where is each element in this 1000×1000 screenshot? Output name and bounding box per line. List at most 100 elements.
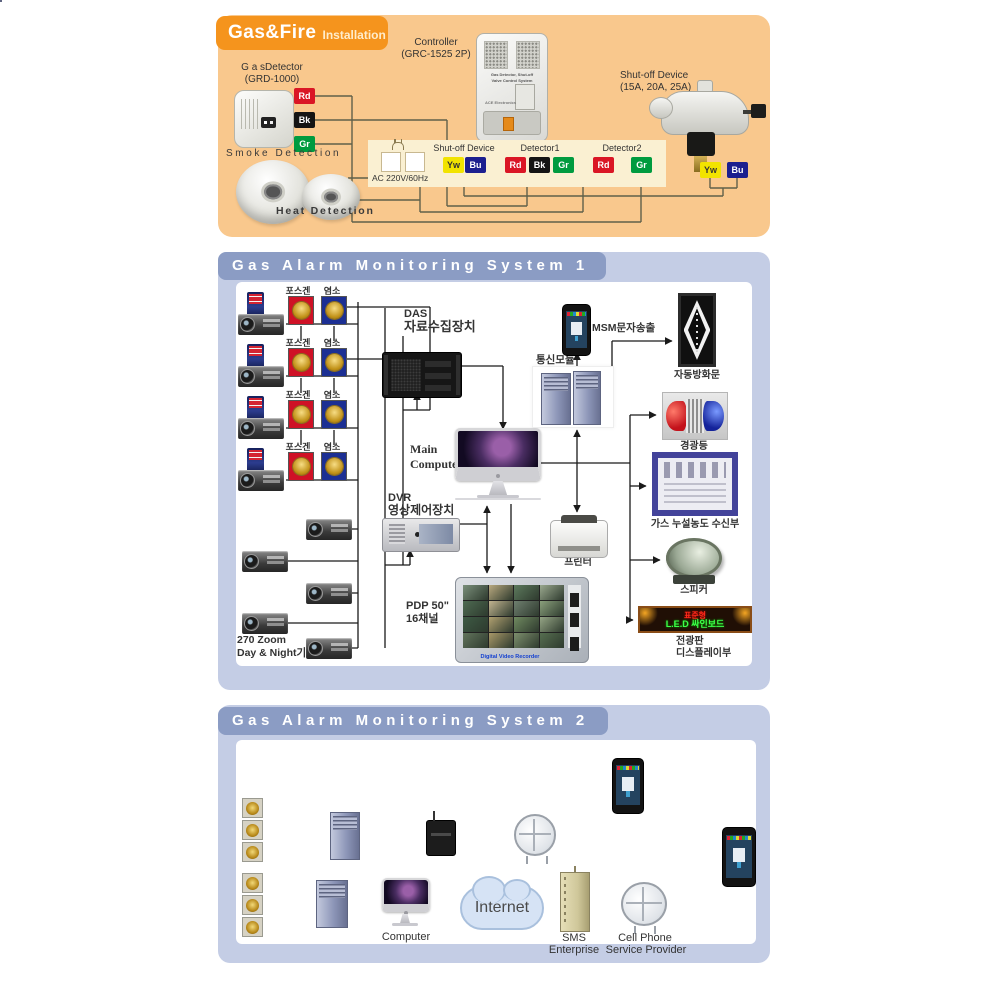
pdp-channel-thumb	[488, 601, 513, 616]
das-server-image	[382, 352, 462, 398]
ac-square-2	[405, 152, 425, 172]
detector-display	[261, 117, 276, 128]
cctv-camera	[238, 470, 284, 491]
pdp-channel-thumb	[463, 617, 488, 632]
detector-medal	[325, 406, 343, 423]
comm-module-card	[532, 366, 614, 428]
cctv-camera	[242, 551, 288, 572]
cctv-camera	[306, 583, 352, 604]
led-board-image: 표준형 L.E.D 싸인보드	[638, 606, 752, 633]
field-gas-sensor	[242, 798, 263, 818]
sms-label1: SMS	[562, 932, 586, 944]
controller-logo-chip	[503, 117, 514, 131]
main-computer-image	[455, 428, 545, 504]
detector-medal	[325, 354, 343, 371]
alarm-siren	[247, 448, 264, 475]
ac-square-1	[381, 152, 401, 172]
chlorine-detector-box	[321, 452, 347, 481]
phosgene-detector-box	[288, 296, 314, 325]
plug-icon	[392, 139, 404, 150]
terminal-bk: Bk	[294, 112, 315, 128]
cctv-camera	[238, 314, 284, 335]
pdp-monitor-image: Digital Video Recorder	[455, 577, 589, 663]
phosgene-label: 포스겐	[285, 286, 311, 296]
pdp-channel-thumb	[514, 617, 539, 632]
internet-label: Internet	[474, 899, 530, 916]
controller-label: Controller	[414, 37, 458, 48]
valve-nose	[649, 97, 673, 119]
speaker-label: 스피커	[680, 585, 708, 596]
pdp-channel-thumb	[463, 585, 488, 600]
system2-tower-top	[330, 812, 360, 860]
chlorine-label: 염소	[323, 442, 341, 452]
cctv-camera	[306, 638, 352, 659]
imac-stand	[488, 481, 508, 495]
collector-tower-1	[0, 0, 2, 2]
pdp-channel-thumb	[488, 617, 513, 632]
keyboard	[455, 498, 541, 500]
cell-label2: Service Provider	[605, 944, 687, 956]
pdp-control-strip	[568, 585, 581, 648]
led-text-red: 표준형	[683, 611, 707, 620]
controller-face-line2: Valve Control System	[491, 77, 533, 83]
system2-computer-image	[380, 878, 432, 930]
internet-cloud: Internet	[460, 876, 544, 930]
pdp-channel-thumb	[539, 601, 564, 616]
gas-receiver-label: 가스 누설농도 수신부	[650, 519, 740, 530]
controller-model: (GRC-1525 2P)	[401, 49, 471, 60]
strip-detector2-label: Detector2	[602, 143, 642, 153]
imac-screen	[455, 428, 541, 481]
led-board-label1: 전광판	[676, 636, 704, 647]
imac-base	[477, 495, 519, 498]
shutoff-device-sizes: (15A, 20A, 25A)	[620, 82, 692, 93]
det1-terminal-bk: Bk	[529, 157, 550, 173]
printer-image	[550, 515, 608, 558]
led-text-green: L.E.D 싸인보드	[665, 619, 725, 629]
valve-actuator	[687, 132, 715, 156]
field-gas-sensor	[242, 820, 263, 840]
chlorine-label: 염소	[323, 286, 341, 296]
pdp-channel-thumb	[539, 617, 564, 632]
det2-terminal-gr: Gr	[631, 157, 652, 173]
controller-brand: ACE Electronics	[485, 100, 517, 105]
modem-image	[426, 811, 456, 856]
pdp-channel-thumb	[488, 633, 513, 648]
cctv-camera	[242, 613, 288, 634]
cctv-camera	[238, 366, 284, 387]
heat-detector-image	[302, 174, 360, 220]
valve-body	[661, 91, 749, 135]
pdp-channel-thumb	[539, 633, 564, 648]
phosgene-label: 포스겐	[285, 338, 311, 348]
comm-tower-1	[541, 373, 571, 425]
pdp-channel-thumb	[463, 633, 488, 648]
strip-terminal-yw: Yw	[443, 157, 464, 173]
satellite-dish-top	[514, 814, 556, 856]
gas-fire-title: Gas&Fire	[228, 22, 317, 43]
msm-phone-image	[562, 304, 591, 356]
field-gas-sensor	[242, 873, 263, 893]
field-gas-sensor	[242, 917, 263, 937]
detector-medal	[325, 458, 343, 475]
fire-door-image	[678, 293, 716, 367]
controller-grille-left	[484, 41, 508, 69]
chlorine-detector-box	[321, 348, 347, 377]
alarm-siren	[247, 396, 264, 423]
det2-terminal-rd: Rd	[593, 157, 614, 173]
shutoff-device-label: Shut-off Device	[620, 70, 689, 81]
chlorine-label: 염소	[323, 338, 341, 348]
msm-label: MSM문자송출	[592, 322, 656, 334]
chlorine-detector-box	[321, 400, 347, 429]
phosgene-detector-box	[288, 348, 314, 377]
led-board-label2: 디스플레이부	[676, 648, 732, 659]
heat-detection-label: Heat Detection	[276, 205, 375, 217]
speaker-image	[666, 538, 722, 584]
detector-medal	[292, 354, 310, 371]
strip-shutoff-label: Shut-off Device	[433, 143, 495, 153]
cctv-camera	[238, 418, 284, 439]
pdp-channel-thumb	[514, 585, 539, 600]
alarm-siren	[247, 292, 264, 319]
dvr-sublabel: 영상제어장치	[388, 503, 455, 517]
system2-tower-bottom	[316, 880, 348, 928]
beacon-label: 경광등	[680, 441, 708, 452]
